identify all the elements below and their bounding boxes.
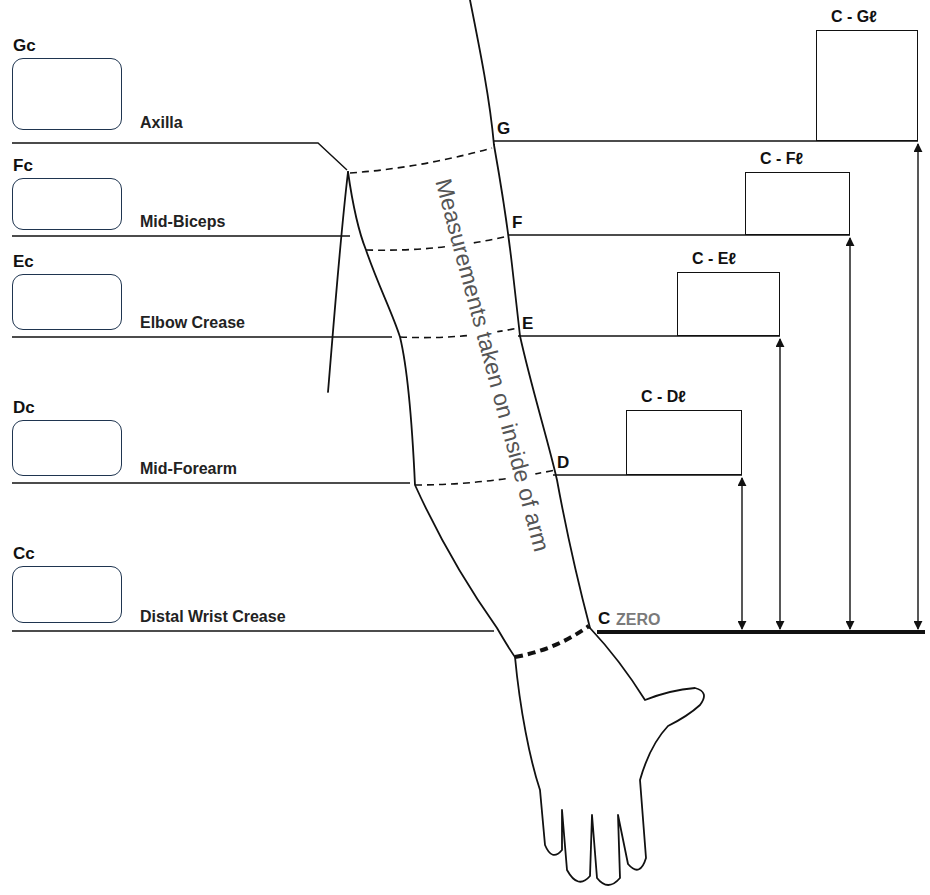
box-heading: C - Fℓ	[760, 150, 803, 168]
wrist-leader	[12, 630, 494, 631]
instruction-note: Measurements taken on inside of arm	[430, 174, 556, 556]
landmark-label: Mid-Biceps	[140, 212, 225, 231]
box-heading: C - Dℓ	[641, 388, 686, 406]
box-heading: Fc	[13, 156, 33, 176]
length-arrow	[917, 144, 918, 629]
mid-forearm-leader	[12, 482, 410, 483]
box-heading: C - Gℓ	[831, 8, 877, 26]
mid-biceps-leader	[12, 235, 350, 236]
arm-inner-edge	[348, 172, 515, 657]
elbow-leader	[12, 336, 392, 337]
point-letter: C	[598, 609, 610, 628]
torso-outline	[328, 172, 348, 392]
point-letter: F	[512, 213, 522, 232]
landmark-label: Elbow Crease	[140, 313, 245, 332]
length-arrow	[849, 238, 850, 629]
landmark-label: Distal Wrist Crease	[140, 607, 286, 626]
point-letter: G	[497, 119, 510, 138]
wrist-girth-line	[515, 626, 589, 657]
zero-line	[597, 630, 925, 634]
girth-entry-box: Ec	[12, 274, 122, 330]
axilla-leader	[12, 143, 347, 170]
length-entry-box: C - Dℓ	[626, 410, 742, 475]
box-heading: Ec	[13, 252, 34, 272]
length-entry-box: C - Gℓ	[816, 30, 918, 141]
landmark-label: Axilla	[140, 113, 183, 132]
girth-entry-box: Cc	[12, 566, 122, 623]
landmark-label: Mid-Forearm	[140, 459, 237, 478]
elbow-girth-line	[400, 328, 518, 338]
box-heading: Cc	[13, 544, 35, 564]
hand-outline	[515, 628, 704, 885]
girth-entry-box: Fc	[12, 178, 122, 230]
point-letter: D	[557, 453, 569, 472]
length-arrow	[741, 478, 742, 629]
box-heading: Gc	[13, 36, 36, 56]
zero-label: ZERO	[616, 610, 660, 629]
box-heading: Dc	[13, 398, 35, 418]
mid-biceps-girth-line	[366, 236, 508, 250]
girth-entry-box: Dc	[12, 420, 122, 476]
length-entry-box: C - Eℓ	[677, 272, 780, 336]
box-heading: C - Eℓ	[692, 250, 736, 268]
point-letter: E	[522, 314, 533, 333]
length-entry-box: C - Fℓ	[745, 172, 850, 235]
length-arrow	[779, 339, 780, 629]
axilla-girth-line	[350, 148, 492, 173]
girth-entry-box: Gc	[12, 58, 122, 130]
